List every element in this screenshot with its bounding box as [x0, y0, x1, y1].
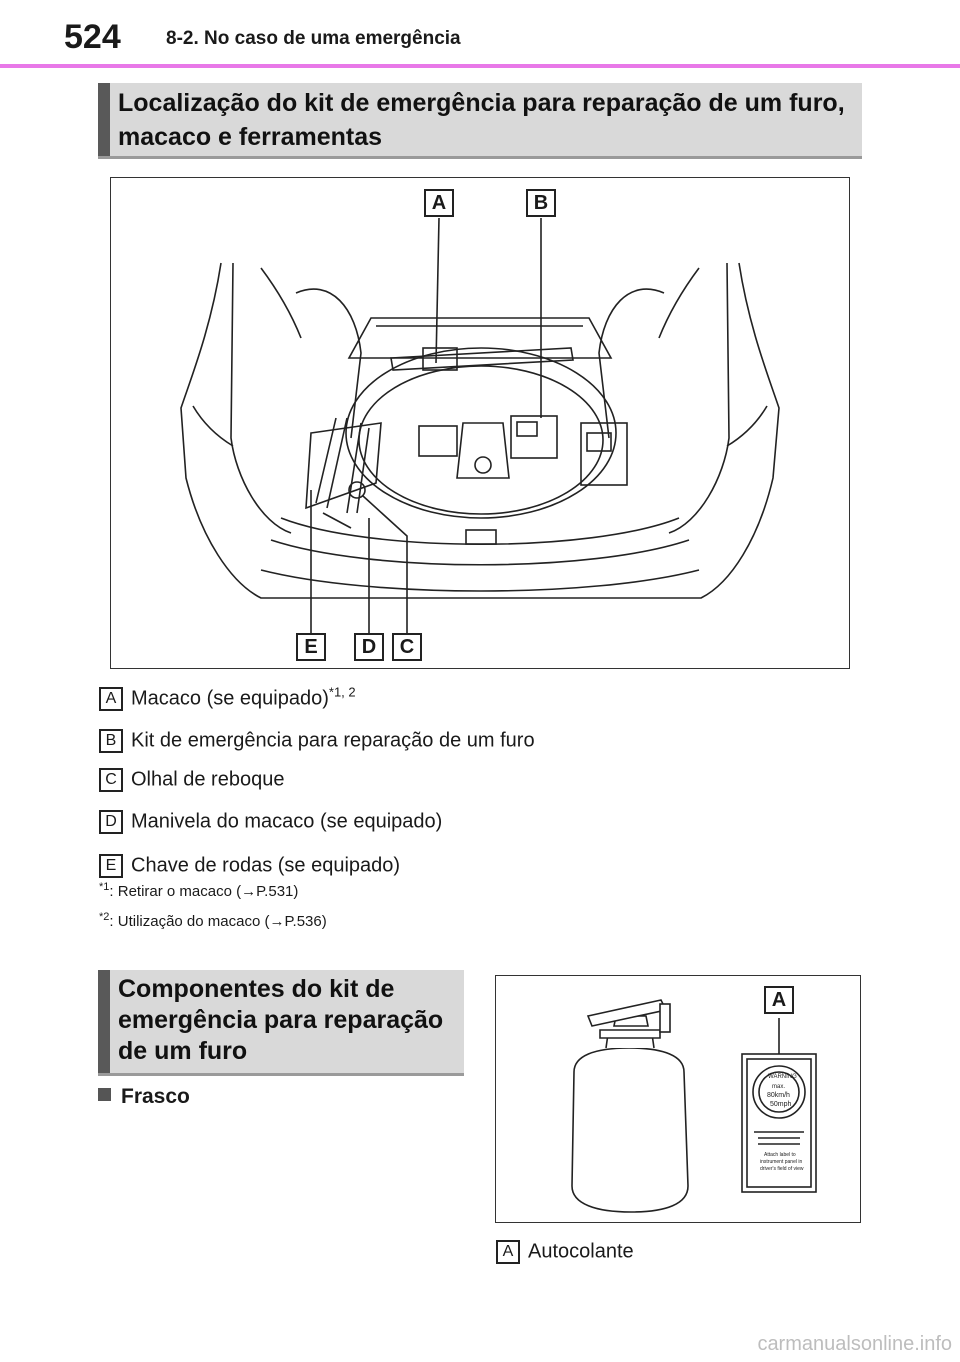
- trunk-illustration: A B E D C: [110, 177, 850, 669]
- callout-b: B: [526, 189, 556, 217]
- callout-c: C: [392, 633, 422, 661]
- legend-letter: A: [496, 1239, 520, 1264]
- footnote-1: *1: Retirar o macaco (→P.531): [99, 881, 298, 900]
- legend-item-e: E Chave de rodas (se equipado): [99, 852, 400, 878]
- legend-letter: B: [99, 728, 123, 753]
- legend-text: Chave de rodas (se equipado): [131, 854, 401, 877]
- heading-location-line2: macaco e ferramentas: [118, 123, 383, 151]
- subheading-text: Frasco: [121, 1085, 190, 1108]
- legend-text: Autocolante: [528, 1240, 634, 1263]
- legend-item-b: B Kit de emergência para reparação de um …: [99, 727, 535, 753]
- callout-e: E: [296, 633, 326, 661]
- legend-item-a: A Macaco (se equipado)*1, 2: [99, 685, 356, 711]
- sticker-speed-mph: 50mph: [770, 1101, 792, 1108]
- footnote-mark: *2: [99, 911, 110, 923]
- subheading-bottle: Frasco: [98, 1085, 190, 1109]
- legend-text: Manivela do macaco (se equipado): [131, 810, 443, 833]
- callout-d: D: [354, 633, 384, 661]
- sticker-note-1: Attach label to: [764, 1152, 796, 1158]
- legend-item-c: C Olhal de reboque: [99, 766, 284, 792]
- sticker-max: max.: [772, 1084, 785, 1090]
- square-bullet-icon: [98, 1088, 111, 1101]
- section-title: 8-2. No caso de uma emergência: [166, 28, 461, 49]
- sticker-speed-kmh: 80km/h: [767, 1092, 790, 1099]
- legend-letter: E: [99, 853, 123, 878]
- watermark: carmanualsonline.info: [757, 1333, 952, 1355]
- bottle-illustration: WARNING max. 80km/h 50mph Attach label t…: [495, 975, 861, 1223]
- page-number: 524: [64, 18, 121, 56]
- footnote-text: : Retirar o macaco (→P.531): [109, 883, 299, 900]
- header-rule: [0, 64, 960, 68]
- footnote-mark: *1: [99, 881, 110, 893]
- sticker-note-3: driver's field of view: [760, 1166, 804, 1172]
- footnote-2: *2: Utilização do macaco (→P.536): [99, 911, 327, 930]
- heading-components-line1: Componentes do kit de: [118, 975, 395, 1003]
- bottle-drawing: WARNING max. 80km/h 50mph Attach label t…: [571, 999, 817, 1213]
- legend-letter: D: [99, 809, 123, 834]
- heading-components-line3: de um furo: [118, 1037, 248, 1065]
- heading-components-line2: emergência para reparação: [118, 1006, 444, 1034]
- trunk-drawing: [180, 217, 780, 634]
- sticker-warning: WARNING: [768, 1074, 797, 1080]
- legend2-item-a: A Autocolante: [496, 1238, 634, 1264]
- legend-text: Olhal de reboque: [131, 768, 285, 791]
- footnote-text: : Utilização do macaco (→P.536): [109, 913, 327, 930]
- heading-location: Localização do kit de emergência para re…: [98, 83, 862, 156]
- legend-text: Kit de emergência para reparação de um f…: [131, 729, 535, 752]
- callout-a-sticker: A: [764, 986, 794, 1014]
- heading-location-line1: Localização do kit de emergência para re…: [118, 89, 845, 117]
- legend-letter: A: [99, 686, 123, 711]
- heading-components: Componentes do kit de emergência para re…: [98, 970, 464, 1073]
- callout-a: A: [424, 189, 454, 217]
- legend-footnote-mark: *1, 2: [328, 684, 356, 700]
- legend-item-d: D Manivela do macaco (se equipado): [99, 808, 442, 834]
- legend-text: Macaco (se equipado): [131, 687, 329, 710]
- legend-letter: C: [99, 767, 123, 792]
- sticker-note-2: instrument panel in: [760, 1159, 802, 1165]
